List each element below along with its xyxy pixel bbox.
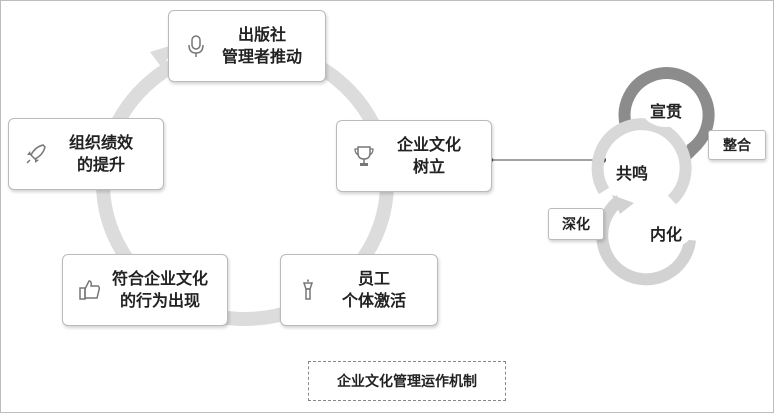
ring-internalize — [596, 195, 696, 286]
node-culture-established-line2: 树立 — [412, 157, 445, 176]
node-behavior-appears: 符合企业文化 的行为出现 — [62, 254, 228, 326]
label-internalize: 内化 — [640, 218, 692, 248]
node-culture-established-line1: 企业文化 — [396, 135, 461, 154]
label-resonate: 共鸣 — [606, 155, 658, 189]
node-performance-up-text: 组织绩效 的提升 — [49, 132, 163, 176]
node-culture-established: 企业文化 树立 — [336, 120, 492, 192]
node-publisher-line1: 出版社 — [237, 25, 286, 44]
torch-icon — [295, 277, 321, 303]
node-behavior-appears-line2: 的行为出现 — [119, 291, 200, 310]
ring-internalize-arrow — [612, 195, 634, 214]
ring-resonate — [591, 118, 692, 205]
node-employee-motivation-text: 员工 个体激活 — [321, 268, 437, 312]
node-performance-up-line1: 组织绩效 — [68, 133, 133, 152]
node-publisher: 出版社 管理者推动 — [168, 10, 326, 82]
note-deepen: 深化 — [548, 208, 604, 240]
thumbs-up-icon — [77, 277, 103, 303]
ring-propagate — [618, 67, 715, 155]
note-integrate: 整合 — [708, 130, 766, 160]
node-performance-up-line2: 的提升 — [76, 155, 125, 174]
diagram-caption: 企业文化管理运作机制 — [308, 361, 506, 401]
node-behavior-appears-text: 符合企业文化 的行为出现 — [103, 268, 227, 312]
node-employee-motivation-line2: 个体激活 — [341, 291, 406, 310]
node-behavior-appears-line1: 符合企业文化 — [111, 269, 208, 288]
node-employee-motivation: 员工 个体激活 — [280, 254, 438, 326]
node-employee-motivation-line1: 员工 — [357, 269, 390, 288]
node-culture-established-text: 企业文化 树立 — [377, 134, 491, 178]
node-performance-up: 组织绩效 的提升 — [8, 118, 164, 190]
microphone-icon — [183, 33, 209, 59]
node-publisher-text: 出版社 管理者推动 — [209, 24, 325, 68]
trophy-icon — [351, 143, 377, 169]
rocket-icon — [23, 141, 49, 167]
node-publisher-line2: 管理者推动 — [221, 47, 302, 66]
label-propagate: 宣贯 — [642, 93, 690, 127]
